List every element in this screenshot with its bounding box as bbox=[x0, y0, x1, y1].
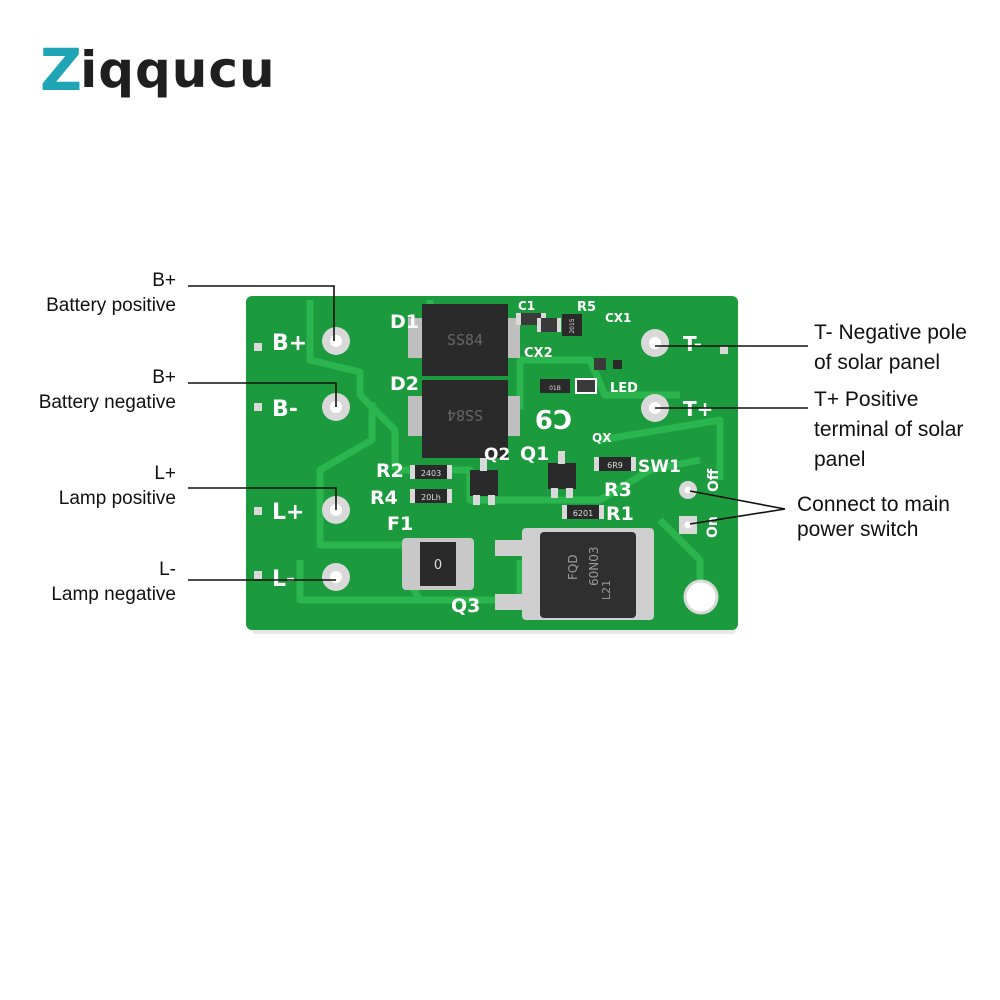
silk-cx1: CX1 bbox=[605, 311, 631, 325]
transistor-q2 bbox=[470, 470, 498, 496]
callout-line: of solar panel bbox=[814, 351, 941, 374]
silk-d1: D1 bbox=[390, 311, 419, 333]
callout-lamp-negative: L- Lamp negative bbox=[51, 557, 176, 607]
silk-off: Off bbox=[706, 468, 722, 492]
leader-switch-off bbox=[689, 508, 786, 525]
callout-lamp-positive: L+ Lamp positive bbox=[59, 461, 176, 511]
led-code: 01B bbox=[549, 385, 561, 392]
callout-main-switch: Connect to main power switch bbox=[797, 492, 950, 542]
silk-r1: R1 bbox=[606, 503, 634, 525]
logo-initial: Z bbox=[40, 36, 82, 104]
diode-d2-mark: SS84 bbox=[447, 406, 483, 424]
callout-battery-negative: B+ Battery negative bbox=[39, 365, 176, 415]
silk-q1: Q1 bbox=[520, 443, 549, 465]
callout-line: power switch bbox=[797, 518, 919, 541]
silk-sw1: SW1 bbox=[638, 457, 681, 477]
callout-solar-negative: T- Negative pole of solar panel bbox=[814, 318, 967, 378]
leader-b-minus bbox=[188, 382, 337, 407]
mosfet-q3-mark3: L21 bbox=[600, 580, 613, 600]
silk-q2: Q2 bbox=[484, 445, 510, 465]
logo-text: iqqucu bbox=[80, 41, 276, 99]
leader-l-plus bbox=[188, 487, 337, 510]
mosfet-q3 bbox=[540, 532, 636, 618]
resistor-r1-code: 6201 bbox=[573, 509, 593, 518]
callout-desc: Lamp negative bbox=[51, 584, 176, 605]
callout-desc: Battery negative bbox=[38, 392, 176, 413]
silk-r3: R3 bbox=[604, 479, 632, 501]
led-diode bbox=[575, 378, 597, 394]
callout-line: T- Negative pole bbox=[814, 321, 967, 344]
silk-t-minus: T- bbox=[683, 332, 702, 356]
callout-line: panel bbox=[814, 448, 866, 471]
resistor-r3 bbox=[598, 457, 632, 471]
silk-r4: R4 bbox=[370, 487, 398, 509]
silk-r2: R2 bbox=[376, 460, 404, 482]
leader-switch-on bbox=[689, 490, 786, 510]
transistor-q1 bbox=[548, 463, 576, 489]
mosfet-q3-mark1: FQD bbox=[566, 554, 580, 580]
silk-l-plus: L+ bbox=[272, 500, 304, 525]
resistor-r4-code: 20Lh bbox=[421, 493, 441, 502]
diode-d1 bbox=[422, 304, 508, 376]
silk-qx: QX bbox=[592, 431, 612, 445]
silk-r5: R5 bbox=[577, 300, 596, 315]
diode-d2 bbox=[422, 380, 508, 458]
leader-lines bbox=[188, 285, 808, 581]
resistor-r4 bbox=[414, 489, 448, 503]
callout-code: L- bbox=[159, 559, 176, 580]
callout-line: Connect to main bbox=[797, 493, 950, 516]
diode-d1-mark: SS84 bbox=[447, 331, 483, 349]
silk-b-plus: B+ bbox=[272, 331, 307, 356]
silk-led: LED bbox=[610, 381, 638, 396]
silk-q3: Q3 bbox=[451, 595, 480, 617]
fuse-f1-mark: 0 bbox=[434, 558, 442, 573]
resistor-r1 bbox=[566, 505, 600, 519]
silk-d2: D2 bbox=[390, 373, 419, 395]
callout-code: B+ bbox=[152, 270, 176, 291]
resistor-r3-code: 6R9 bbox=[607, 461, 623, 470]
silk-cx2: CX2 bbox=[524, 346, 553, 361]
leader-b-plus bbox=[188, 285, 335, 341]
cap-c1 bbox=[520, 313, 542, 325]
fuse-f1 bbox=[420, 542, 456, 586]
callout-code: B+ bbox=[152, 367, 176, 388]
brand-logo: Z iqqucu bbox=[40, 40, 276, 100]
silk-c1: C1 bbox=[518, 299, 535, 313]
cap-cx2 bbox=[540, 318, 558, 332]
silk-c9: C9 bbox=[535, 403, 572, 433]
resistor-r5-code: 2015 bbox=[569, 318, 576, 333]
silk-f1: F1 bbox=[387, 513, 413, 535]
silk-t-plus: T+ bbox=[683, 397, 713, 421]
components: SS84 SS84 2015 01B 2403 20Lh 6R9 6201 bbox=[402, 304, 654, 620]
resistor-r2 bbox=[414, 465, 448, 479]
callout-line: terminal of solar bbox=[814, 418, 964, 441]
callout-desc: Lamp positive bbox=[58, 488, 176, 509]
silkscreen: B+ B- L+ L- T- T+ D1 D2 C1 R5 CX1 CX2 LE… bbox=[272, 299, 722, 617]
callout-desc: Battery positive bbox=[46, 295, 176, 316]
silk-b-minus: B- bbox=[272, 397, 298, 422]
callout-battery-positive: B+ Battery positive bbox=[46, 268, 176, 318]
resistor-r5 bbox=[562, 314, 582, 336]
callout-code: L+ bbox=[154, 463, 176, 484]
led-chip bbox=[540, 379, 570, 393]
mounting-hole bbox=[683, 579, 719, 615]
callout-line: T+ Positive bbox=[814, 388, 919, 411]
mosfet-q3-mark2: 60N03 bbox=[587, 546, 601, 586]
resistor-r2-code: 2403 bbox=[421, 469, 441, 478]
callout-solar-positive: T+ Positive terminal of solar panel bbox=[814, 385, 963, 475]
